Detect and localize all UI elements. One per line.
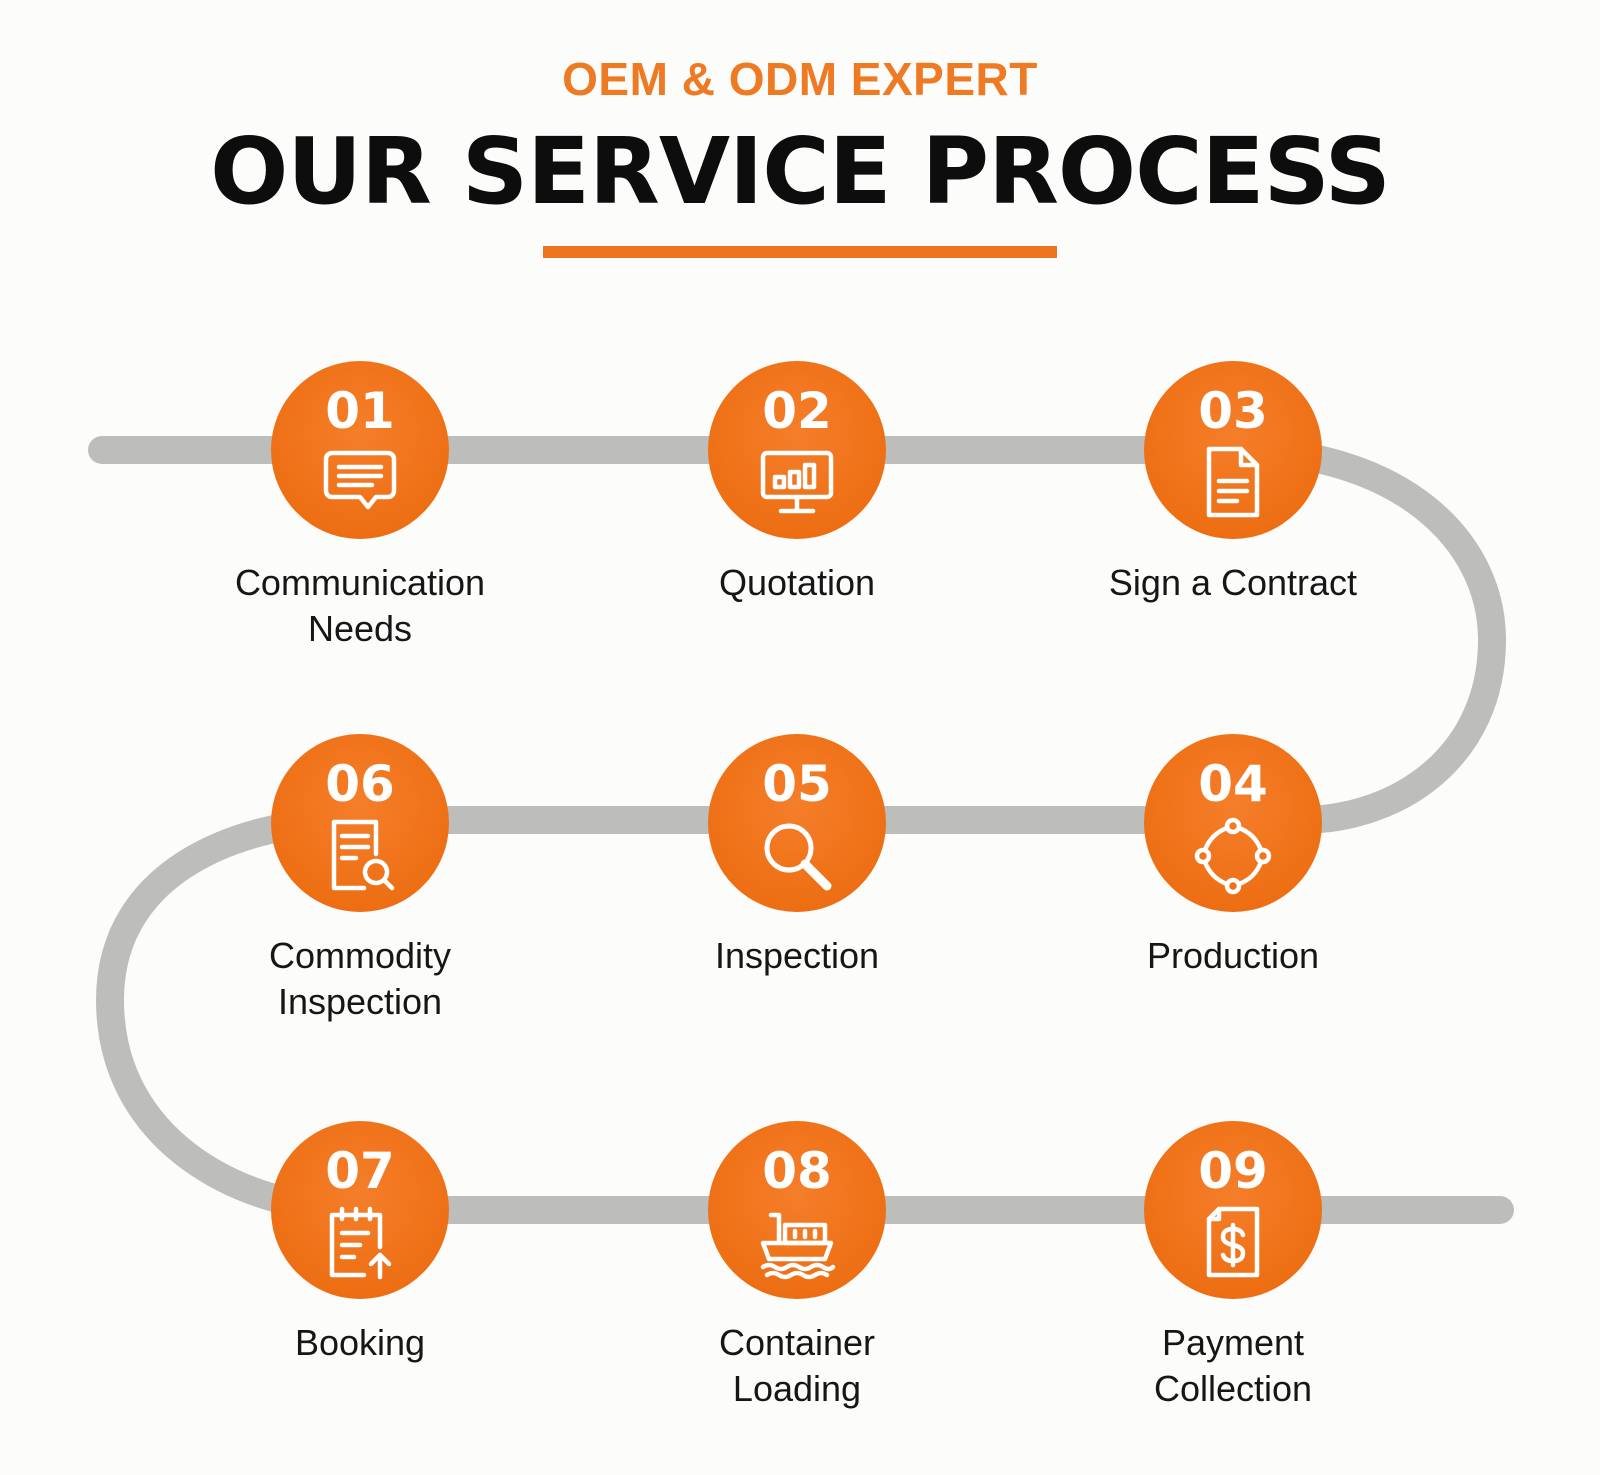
magnifier-icon — [757, 816, 837, 896]
label-line: Inspection — [277, 981, 443, 1022]
step-05-circle: 05 — [708, 734, 886, 912]
step-number: 05 — [762, 755, 832, 813]
step-01-label: Communication Needs — [180, 560, 540, 652]
page-title: OUR SERVICE PROCESS — [210, 118, 1391, 225]
step-09-circle: 09 — [1144, 1121, 1322, 1299]
step-06-label: Commodity Inspection — [180, 933, 540, 1025]
label-line: Sign a Contract — [1108, 562, 1358, 603]
label-line: Container — [718, 1322, 876, 1363]
step-01-circle: 01 — [271, 361, 449, 539]
step-04-circle: 04 — [1144, 734, 1322, 912]
step-number: 09 — [1198, 1142, 1268, 1200]
step-09-label: Payment Collection — [1053, 1320, 1413, 1412]
step-08-circle: 08 — [708, 1121, 886, 1299]
step-number: 01 — [325, 382, 395, 440]
step-03-label: Sign a Contract — [1053, 560, 1413, 606]
title-underline — [543, 246, 1057, 258]
step-07-label: Booking — [180, 1320, 540, 1366]
booking-upload-icon — [320, 1203, 400, 1283]
payment-document-icon — [1193, 1203, 1273, 1283]
chat-bubble-icon — [320, 443, 400, 523]
document-search-icon — [320, 816, 400, 896]
label-line: Booking — [294, 1322, 426, 1363]
process-cycle-icon — [1193, 816, 1273, 896]
label-line: Quotation — [718, 562, 876, 603]
label-line: Collection — [1153, 1368, 1313, 1409]
label-line: Payment — [1161, 1322, 1305, 1363]
header-subtitle: OEM & ODM EXPERT — [562, 53, 1038, 105]
step-02-label: Quotation — [617, 560, 977, 606]
step-08-label: Container Loading — [617, 1320, 977, 1412]
step-06-circle: 06 — [271, 734, 449, 912]
step-04-label: Production — [1053, 933, 1413, 979]
label-line: Commodity — [268, 935, 452, 976]
step-number: 04 — [1198, 755, 1268, 813]
step-number: 07 — [325, 1142, 395, 1200]
step-number: 06 — [325, 755, 395, 813]
label-line: Inspection — [714, 935, 880, 976]
monitor-chart-icon — [757, 443, 837, 523]
label-line: Communication — [234, 562, 486, 603]
step-02-circle: 02 — [708, 361, 886, 539]
label-line: Production — [1146, 935, 1320, 976]
step-number: 02 — [762, 382, 832, 440]
label-line: Loading — [732, 1368, 862, 1409]
step-number: 03 — [1198, 382, 1268, 440]
cargo-ship-icon — [757, 1203, 837, 1283]
contract-document-icon — [1193, 443, 1273, 523]
step-number: 08 — [762, 1142, 832, 1200]
step-05-label: Inspection — [617, 933, 977, 979]
step-07-circle: 07 — [271, 1121, 449, 1299]
step-03-circle: 03 — [1144, 361, 1322, 539]
label-line: Needs — [307, 608, 413, 649]
